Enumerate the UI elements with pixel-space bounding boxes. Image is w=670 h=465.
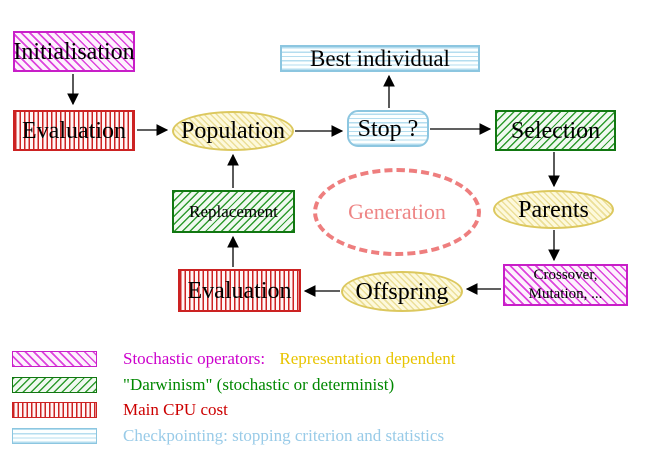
node-population: Population <box>172 111 294 151</box>
legend-swatch-red-stripes <box>12 402 97 418</box>
node-initialisation: Initialisation <box>13 31 135 72</box>
generation-loop-ellipse: Generation <box>313 168 481 256</box>
legend-swatch-magenta-hatch <box>12 351 97 367</box>
node-offspring: Offspring <box>341 271 463 312</box>
legend-row-darwinism: "Darwinism" (stochastic or determinist) <box>12 375 394 395</box>
crossover-label-line2: Mutation, ... <box>528 286 603 302</box>
crossover-label-line1: Crossover, <box>533 266 598 283</box>
legend-label-checkpointing: Checkpointing: stopping criterion and st… <box>123 426 445 445</box>
node-parents: Parents <box>493 190 614 229</box>
node-evaluation-bottom: Evaluation <box>178 269 301 312</box>
legend-label-representation-dependent: Representation dependent <box>279 349 456 368</box>
legend-row-main-cpu-cost: Main CPU cost <box>12 400 228 420</box>
legend-label-darwinism: "Darwinism" (stochastic or determinist) <box>123 375 395 394</box>
node-best-individual: Best individual <box>280 45 480 72</box>
legend-swatch-green-hatch <box>12 377 97 393</box>
legend-row-checkpointing: Checkpointing: stopping criterion and st… <box>12 426 444 446</box>
node-stop-decision: Stop ? <box>347 110 429 147</box>
node-replacement: Replacement <box>172 190 295 233</box>
node-crossover-mutation: Crossover, Mutation, ... <box>503 264 628 306</box>
legend-swatch-cyan-stripes <box>12 428 97 444</box>
legend-row-stochastic-operators: Stochastic operators: Representation dep… <box>12 349 455 369</box>
legend-label-main-cpu-cost: Main CPU cost <box>123 400 228 419</box>
node-evaluation-top: Evaluation <box>13 110 135 151</box>
node-selection: Selection <box>495 110 616 151</box>
legend-label-stochastic-operators: Stochastic operators: <box>123 349 266 368</box>
